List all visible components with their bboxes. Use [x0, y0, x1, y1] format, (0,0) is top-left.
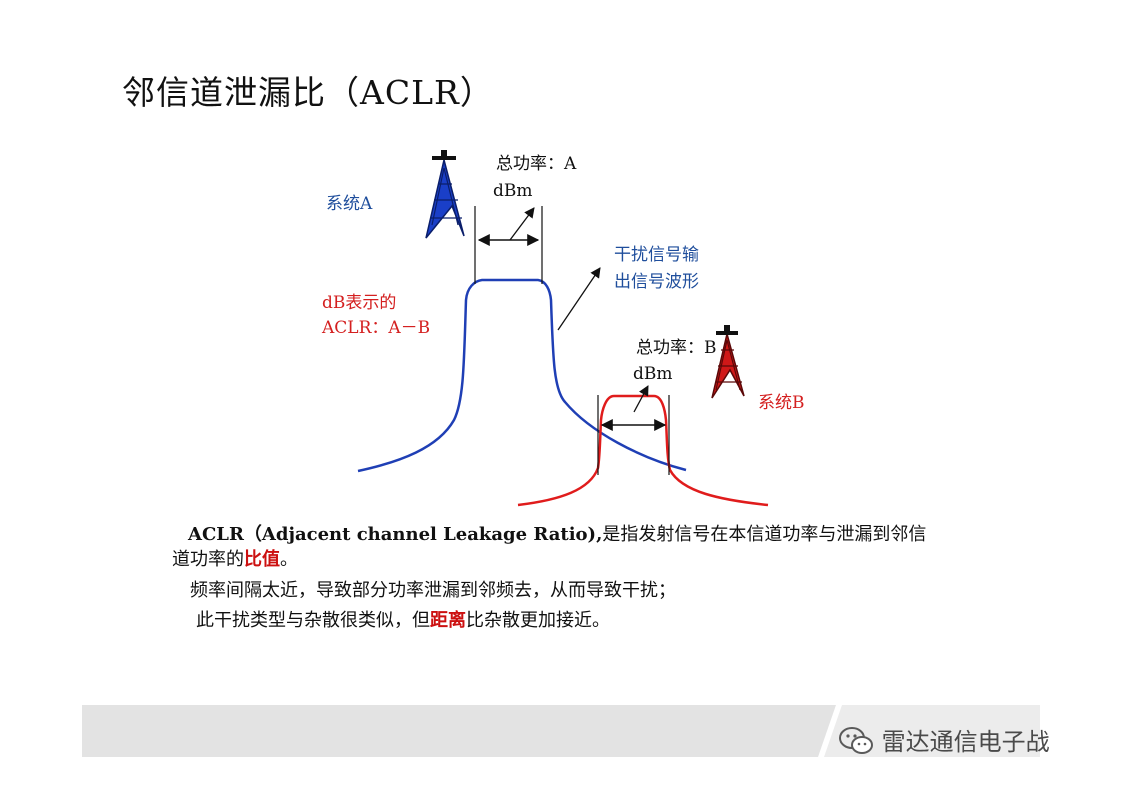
power-a-unit: dBm: [493, 181, 533, 201]
explanation-line-1: 频率间隔太近，导致部分功率泄漏到邻频去，从而导致干扰；: [190, 580, 676, 601]
definition-line-2: 道功率的比值。: [172, 545, 298, 571]
interference-label-line1: 干扰信号输: [614, 245, 699, 265]
power-b-unit: dBm: [633, 364, 673, 384]
waveform-b: [517, 394, 769, 507]
footer-band: [82, 705, 836, 757]
footer-brand: 雷达通信电子战: [838, 722, 1050, 757]
aclr-db-label-line1: dB表示的: [322, 293, 397, 313]
highlight-ratio: 比值: [244, 549, 280, 570]
explanation-pre: 此干扰类型与杂散很类似，但: [196, 610, 430, 631]
tower-a-icon: [425, 150, 465, 239]
highlight-distance: 距离: [430, 610, 466, 631]
aclr-term: ACLR（Adjacent channel Leakage Ratio),: [188, 524, 603, 545]
explanation-post: 比杂散更加接近。: [466, 610, 610, 631]
page-title: 邻信道泄漏比（ACLR）: [122, 73, 494, 112]
wechat-icon: [839, 727, 873, 754]
footer-brand-text: 雷达通信电子战: [881, 728, 1050, 756]
tower-b-icon: [711, 325, 745, 399]
power-b-label: 总功率：B: [636, 338, 717, 358]
power-a-label: 总功率：A: [496, 154, 577, 174]
interference-label-line2: 出信号波形: [614, 272, 699, 292]
waveform-a: [357, 278, 687, 473]
system-b-label: 系统B: [758, 393, 805, 413]
system-a-label: 系统A: [326, 194, 373, 214]
aclr-db-label-line2: ACLR：A－B: [322, 318, 431, 338]
definition-post: 。: [280, 549, 298, 570]
definition-rest: 是指发射信号在本信道功率与泄漏到邻信: [602, 524, 927, 545]
definition-pre: 道功率的: [172, 549, 244, 570]
definition-line-1: ACLR（Adjacent channel Leakage Ratio),是指发…: [188, 520, 926, 546]
explanation-line-2: 此干扰类型与杂散很类似，但距离比杂散更加接近。: [196, 606, 610, 632]
